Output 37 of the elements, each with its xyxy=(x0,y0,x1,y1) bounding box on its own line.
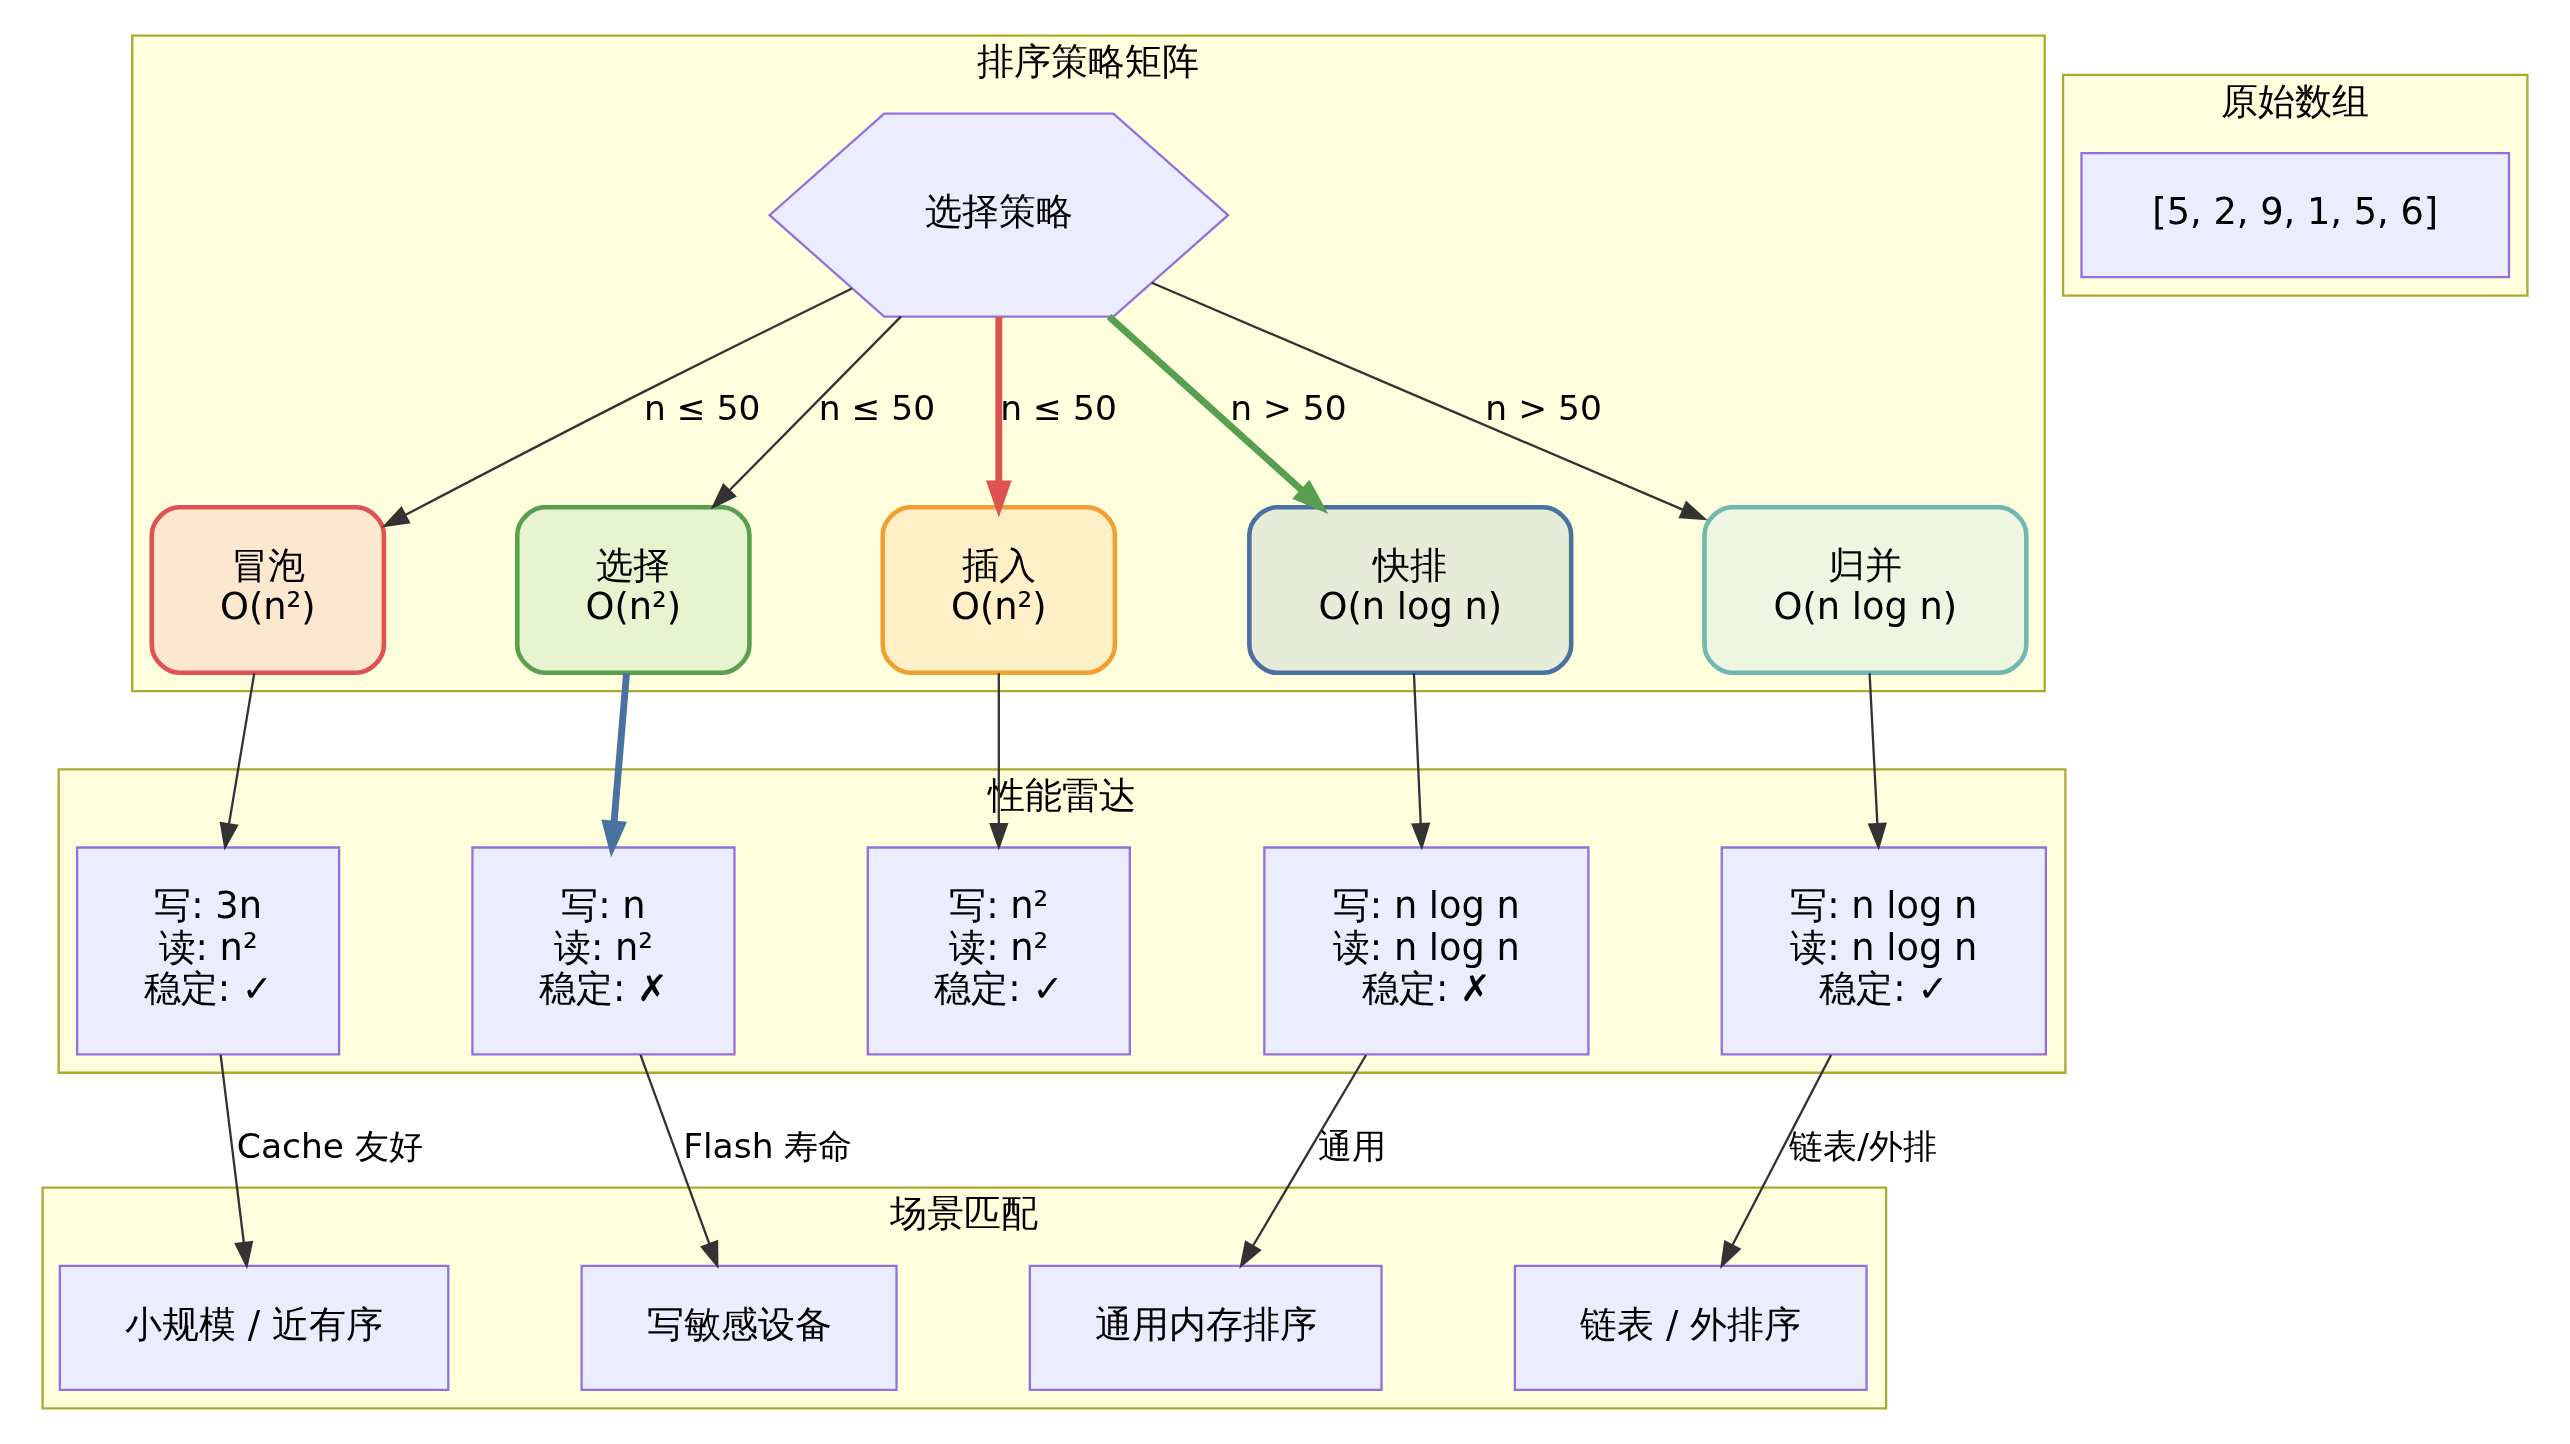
edge-label: n > 50 xyxy=(1230,387,1347,428)
arrow xyxy=(1151,281,1708,521)
arrow xyxy=(710,315,902,510)
edge-label: n ≤ 50 xyxy=(644,387,761,428)
node-box: 冒泡 O(n²) xyxy=(149,504,387,676)
arrow xyxy=(1106,314,1329,514)
node-box: 写: n log n 读: n log n 稳定: ✓ xyxy=(1720,846,2047,1056)
arrow xyxy=(1720,1054,1833,1269)
node-box: 归并 O(n log n) xyxy=(1702,504,2029,676)
node-box: 快排 O(n log n) xyxy=(1247,504,1574,676)
node-box: [5, 2, 9, 1, 5, 6] xyxy=(2080,151,2511,279)
edge-label: n ≤ 50 xyxy=(818,387,936,428)
arrow xyxy=(1239,1054,1368,1269)
edge-label: Flash 寿命 xyxy=(683,1125,853,1166)
node-box: 选择 O(n²) xyxy=(514,504,752,676)
arrow xyxy=(381,287,853,528)
node-box: 链表 / 外排序 xyxy=(1513,1264,1868,1392)
node-box: 写: 3n 读: n² 稳定: ✓ xyxy=(75,846,341,1056)
arrow xyxy=(985,316,1012,518)
arrow xyxy=(219,673,256,851)
arrow xyxy=(601,672,630,858)
node-box: 小规模 / 近有序 xyxy=(58,1264,450,1392)
edge-label: n ≤ 50 xyxy=(1000,387,1117,428)
node-box: 写: n log n 读: n log n 稳定: ✗ xyxy=(1263,846,1590,1056)
arrow xyxy=(1867,673,1887,851)
edge-label: n > 50 xyxy=(1485,387,1602,428)
edge-label: 通用 xyxy=(1317,1125,1386,1166)
arrow xyxy=(1411,673,1431,851)
edge-label: Cache 友好 xyxy=(236,1125,423,1166)
node-box: 写: n 读: n² 稳定: ✗ xyxy=(471,846,736,1056)
node-box: 写敏感设备 xyxy=(580,1264,898,1392)
node-box: 通用内存排序 xyxy=(1028,1264,1383,1392)
edge-label: 链表/外排 xyxy=(1789,1125,1937,1166)
arrow xyxy=(219,1054,254,1270)
node-box: 插入 O(n²) xyxy=(880,504,1118,676)
arrow xyxy=(639,1054,719,1270)
node-box: 写: n² 读: n² 稳定: ✓ xyxy=(866,846,1131,1056)
